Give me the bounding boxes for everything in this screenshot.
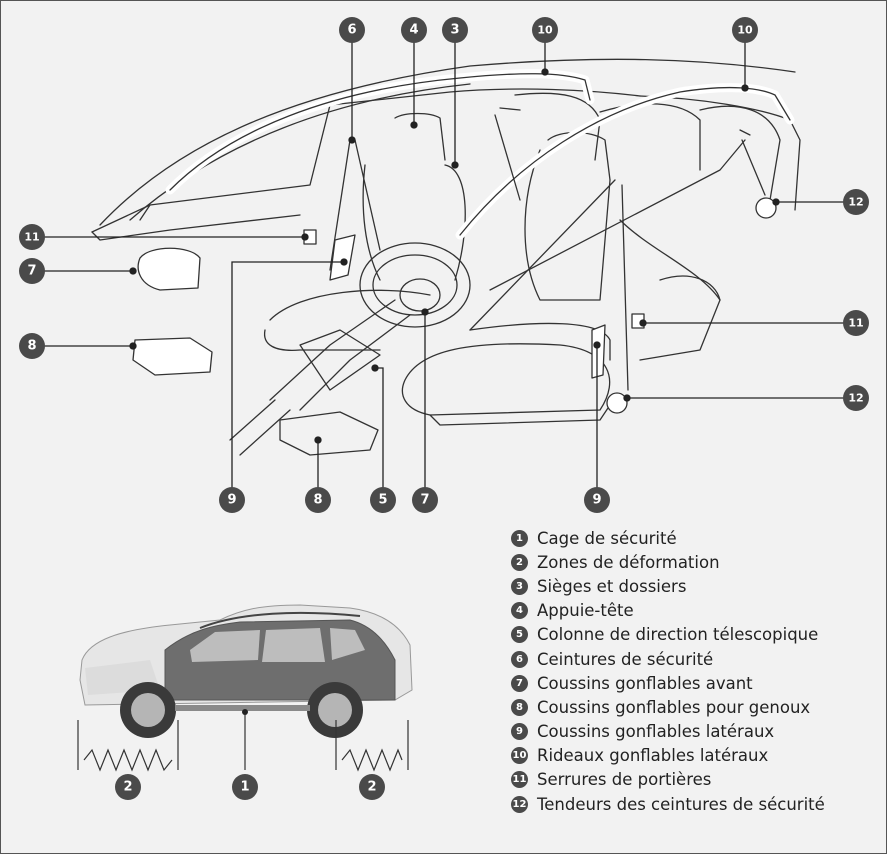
legend-item: 7 Coussins gonflables avant bbox=[506, 671, 884, 695]
callout-6: 6 bbox=[339, 17, 365, 43]
legend-item: 5 Colonne de direction télescopique bbox=[506, 623, 884, 647]
callout-12-a: 12 bbox=[843, 189, 869, 215]
svg-text:2: 2 bbox=[367, 780, 376, 795]
callout-7-a: 7 bbox=[19, 258, 45, 284]
legend-label: Coussins gonflables avant bbox=[537, 673, 753, 693]
svg-text:3: 3 bbox=[450, 23, 459, 38]
svg-text:1: 1 bbox=[240, 780, 249, 795]
svg-text:10: 10 bbox=[537, 24, 553, 37]
svg-text:11: 11 bbox=[848, 317, 863, 330]
svg-text:9: 9 bbox=[592, 493, 601, 508]
legend-number: 10 bbox=[511, 747, 528, 765]
legend-number: 3 bbox=[511, 577, 528, 595]
callout-2-a: 2 bbox=[115, 774, 141, 800]
legend-number: 7 bbox=[511, 674, 528, 692]
legend-label: Coussins gonflables pour genoux bbox=[537, 697, 811, 717]
legend-item: 11 Serrures de portières bbox=[506, 768, 884, 792]
callout-8-a: 8 bbox=[19, 333, 45, 359]
legend-label: Tendeurs des ceintures de sécurité bbox=[537, 794, 825, 814]
legend-item: 10 Rideaux gonflables latéraux bbox=[506, 744, 884, 768]
legend-number: 4 bbox=[511, 602, 528, 620]
legend-label: Coussins gonflables latéraux bbox=[537, 722, 775, 742]
callout-2-b: 2 bbox=[359, 774, 385, 800]
crumple-zone-markers bbox=[77, 712, 409, 772]
legend-number: 5 bbox=[511, 626, 528, 644]
svg-text:2: 2 bbox=[123, 780, 132, 795]
callout-10-a: 10 bbox=[532, 17, 558, 43]
legend-label: Colonne de direction télescopique bbox=[537, 625, 819, 645]
svg-text:5: 5 bbox=[378, 493, 387, 508]
legend-number: 12 bbox=[511, 795, 528, 813]
legend-number: 11 bbox=[511, 771, 528, 789]
legend-label: Appuie-tête bbox=[537, 601, 634, 621]
legend-item: 6 Ceintures de sécurité bbox=[506, 647, 884, 671]
callout-4: 4 bbox=[401, 17, 427, 43]
svg-text:4: 4 bbox=[409, 23, 418, 38]
callout-11-a: 11 bbox=[19, 224, 45, 250]
svg-text:9: 9 bbox=[227, 493, 236, 508]
legend-item: 2 Zones de déformation bbox=[506, 550, 884, 574]
callout-1: 1 bbox=[232, 774, 258, 800]
car-exterior-illustration bbox=[79, 604, 413, 738]
legend-item: 12 Tendeurs des ceintures de sécurité bbox=[506, 792, 884, 816]
legend-item: 8 Coussins gonflables pour genoux bbox=[506, 695, 884, 719]
svg-text:7: 7 bbox=[27, 264, 36, 279]
callout-leaders bbox=[36, 30, 852, 488]
callout-7-b: 7 bbox=[412, 487, 438, 513]
legend-number: 2 bbox=[511, 553, 528, 571]
svg-text:8: 8 bbox=[27, 339, 36, 354]
legend-label: Rideaux gonflables latéraux bbox=[537, 746, 769, 766]
legend-number: 1 bbox=[511, 529, 528, 547]
exterior-callouts: 2 1 2 bbox=[115, 774, 385, 800]
callout-8-b: 8 bbox=[305, 487, 331, 513]
svg-text:8: 8 bbox=[313, 493, 322, 508]
callout-12-b: 12 bbox=[843, 385, 869, 411]
legend-label: Zones de déformation bbox=[537, 552, 720, 572]
legend-number: 8 bbox=[511, 698, 528, 716]
svg-text:7: 7 bbox=[420, 493, 429, 508]
callout-badges: 6 4 3 10 10 11 7 8 12 11 12 9 8 5 7 9 bbox=[19, 17, 869, 513]
svg-text:12: 12 bbox=[848, 392, 863, 405]
legend-item: 3 Sièges et dossiers bbox=[506, 574, 884, 598]
legend-label: Sièges et dossiers bbox=[537, 576, 687, 596]
callout-11-b: 11 bbox=[843, 310, 869, 336]
callout-10-b: 10 bbox=[732, 17, 758, 43]
legend-item: 1 Cage de sécurité bbox=[506, 526, 884, 550]
svg-text:6: 6 bbox=[347, 23, 356, 38]
car-interior-illustration bbox=[91, 58, 801, 456]
legend-label: Ceintures de sécurité bbox=[537, 649, 714, 669]
callout-9-a: 9 bbox=[219, 487, 245, 513]
svg-text:12: 12 bbox=[848, 196, 863, 209]
legend-item: 9 Coussins gonflables latéraux bbox=[506, 720, 884, 744]
svg-text:11: 11 bbox=[24, 231, 39, 244]
legend-number: 9 bbox=[511, 723, 528, 741]
callout-3: 3 bbox=[442, 17, 468, 43]
legend-label: Cage de sécurité bbox=[537, 528, 677, 548]
svg-text:10: 10 bbox=[737, 24, 753, 37]
callout-5: 5 bbox=[370, 487, 396, 513]
legend-item: 4 Appuie-tête bbox=[506, 599, 884, 623]
legend-number: 6 bbox=[511, 650, 528, 668]
callout-9-b: 9 bbox=[584, 487, 610, 513]
legend-label: Serrures de portières bbox=[537, 770, 712, 790]
